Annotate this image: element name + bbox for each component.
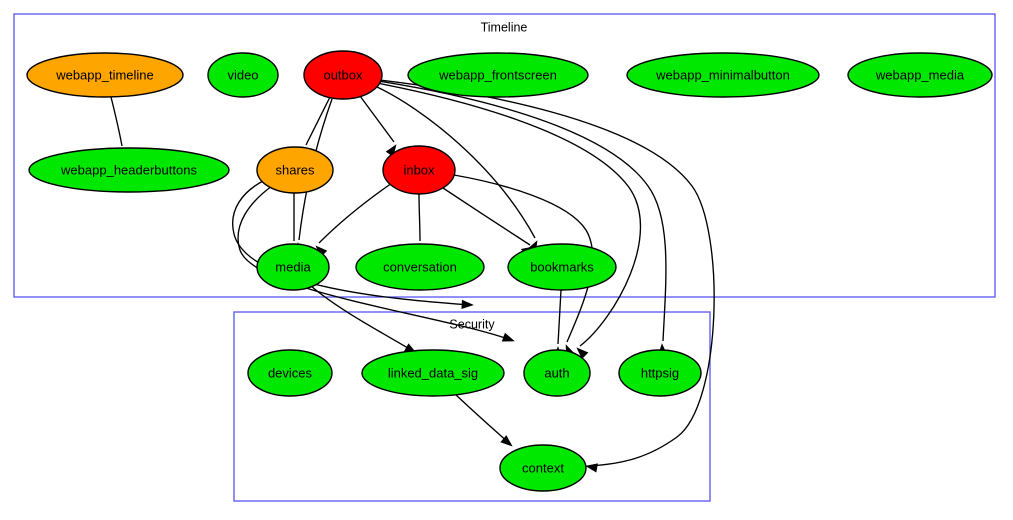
edge-arrowhead-icon: [501, 332, 515, 342]
node-shape-httpsig[interactable]: [618, 349, 702, 397]
node-shape-webapp_media[interactable]: [847, 52, 993, 98]
cluster-timeline: Timeline: [13, 13, 996, 298]
node-label-context: context: [522, 460, 564, 475]
edge-line: [305, 96, 331, 146]
node-linked_data_sig[interactable]: linked_data_sig: [361, 349, 505, 397]
edge-arrowhead-icon: [500, 435, 513, 447]
edge-line: [310, 285, 414, 352]
edge-line: [442, 187, 531, 246]
node-label-outbox: outbox: [323, 67, 363, 82]
node-label-shares: shares: [275, 162, 315, 177]
edge-inbox-to-bookmarks: [442, 187, 534, 257]
node-label-devices: devices: [268, 365, 313, 380]
node-shape-outbox[interactable]: [303, 50, 383, 100]
edge-outbox-to-inbox: [359, 95, 397, 157]
node-bookmarks[interactable]: bookmarks: [507, 243, 617, 291]
cluster-label: Timeline: [481, 20, 528, 34]
node-webapp_minimalbutton[interactable]: webapp_minimalbutton: [626, 52, 820, 98]
node-shares[interactable]: shares: [256, 146, 334, 194]
edge-line: [374, 85, 536, 239]
edge-line: [318, 182, 393, 244]
node-outbox[interactable]: outbox: [303, 50, 383, 100]
nodes-layer: webapp_timeline video outbox webapp_frontsc…: [26, 50, 993, 492]
node-context[interactable]: context: [499, 444, 587, 492]
node-label-webapp_timeline: webapp_timeline: [55, 67, 154, 82]
edge-inbox-to-media: [315, 182, 393, 258]
node-shape-bookmarks[interactable]: [507, 243, 617, 291]
node-shape-webapp_timeline[interactable]: [26, 52, 184, 98]
node-shape-linked_data_sig[interactable]: [361, 349, 505, 397]
cluster-label-backdrop: [470, 19, 538, 37]
edge-line: [359, 95, 395, 143]
node-webapp_media[interactable]: webapp_media: [847, 52, 993, 98]
node-shape-conversation[interactable]: [355, 243, 485, 291]
node-devices[interactable]: devices: [247, 349, 333, 397]
node-auth[interactable]: auth: [523, 349, 591, 397]
node-label-linked_data_sig: linked_data_sig: [388, 365, 478, 380]
node-shape-webapp_headerbuttons[interactable]: [28, 147, 230, 193]
edge-outbox-to-context: [378, 79, 715, 473]
edge-line: [376, 82, 642, 347]
node-shape-video[interactable]: [207, 52, 279, 98]
edge-outbox-to-auth: [376, 82, 642, 360]
node-label-httpsig: httpsig: [641, 365, 679, 380]
node-label-video: video: [227, 67, 258, 82]
node-label-webapp_minimalbutton: webapp_minimalbutton: [655, 67, 790, 82]
node-shape-webapp_frontscreen[interactable]: [407, 52, 589, 98]
edge-line: [110, 96, 123, 147]
edge-arrowhead-icon: [461, 299, 474, 310]
edge-arrowhead-icon: [585, 463, 598, 473]
node-shape-shares[interactable]: [256, 146, 334, 194]
node-label-bookmarks: bookmarks: [530, 259, 594, 274]
node-shape-auth[interactable]: [523, 349, 591, 397]
cluster-border-timeline: [13, 13, 996, 298]
edge-line: [378, 79, 715, 467]
edge-line: [454, 393, 510, 444]
node-webapp_timeline[interactable]: webapp_timeline: [26, 52, 184, 98]
edge-line: [453, 174, 594, 343]
node-inbox[interactable]: inbox: [382, 145, 456, 195]
edge-linked_data_sig-to-context: [454, 393, 513, 447]
node-label-auth: auth: [544, 365, 569, 380]
node-label-conversation: conversation: [383, 259, 457, 274]
node-shape-devices[interactable]: [247, 349, 333, 397]
node-shape-webapp_minimalbutton[interactable]: [626, 52, 820, 98]
cluster-border-security: [233, 311, 711, 502]
edge-bookmarks-to-auth: [553, 289, 563, 359]
cluster-label-backdrop: [438, 316, 506, 334]
node-shape-inbox[interactable]: [382, 145, 456, 195]
edge-line: [377, 80, 667, 342]
node-label-webapp_headerbuttons: webapp_headerbuttons: [60, 162, 197, 177]
edge-arrowhead-icon: [576, 347, 589, 360]
node-label-webapp_media: webapp_media: [875, 67, 965, 82]
edge-line: [418, 193, 421, 242]
node-webapp_frontscreen[interactable]: webapp_frontscreen: [407, 52, 589, 98]
node-label-media: media: [275, 259, 311, 274]
node-shape-media[interactable]: [256, 243, 330, 291]
cluster-security: Security: [233, 311, 711, 502]
cluster-label: Security: [449, 317, 495, 331]
edge-media-to-linked_data_sig: [310, 285, 417, 354]
node-conversation[interactable]: conversation: [355, 243, 485, 291]
node-video[interactable]: video: [207, 52, 279, 98]
node-shape-context[interactable]: [499, 444, 587, 492]
node-label-inbox: inbox: [403, 162, 435, 177]
edge-line: [557, 289, 562, 345]
edge-shares-to-context: [232, 179, 474, 310]
node-webapp_headerbuttons[interactable]: webapp_headerbuttons: [28, 147, 230, 193]
node-label-webapp_frontscreen: webapp_frontscreen: [438, 67, 557, 82]
node-media[interactable]: media: [256, 243, 330, 291]
edge-line: [232, 179, 471, 306]
node-httpsig[interactable]: httpsig: [618, 349, 702, 397]
